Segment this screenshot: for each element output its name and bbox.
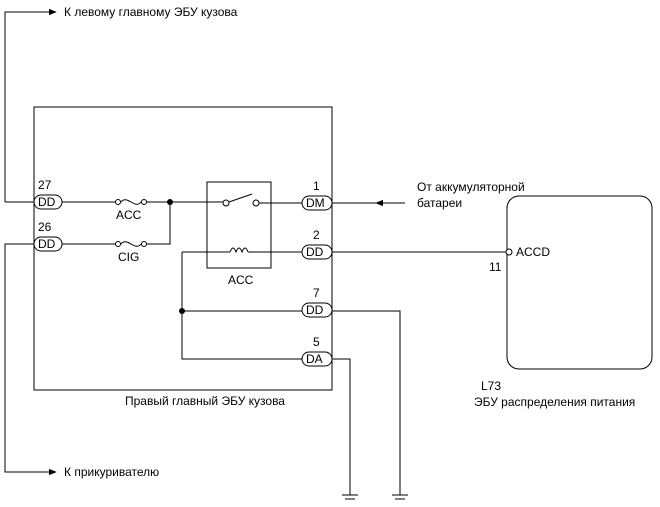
relay-switch-contact-right [252,199,260,207]
connector-1-name: DM [306,196,325,210]
accd-terminal [505,248,513,256]
lighter-label: К прикуривателю [64,465,159,479]
left-ecu-wire [4,11,56,202]
connector-27: 27 DD [33,178,63,210]
connector-2: 2 DD [301,228,333,260]
acc-relay-label: ACC [228,273,254,287]
battery-feed: От аккумуляторной батареи [332,180,525,210]
acc-relay-box [206,181,272,269]
connector-7: 7 DD [301,286,333,318]
fuse-acc: ACC [62,199,224,222]
fuse-acc-terminal-right [141,199,147,205]
connector-7-name: DD [306,303,324,317]
wire-coil-to-connector-5 [181,252,302,360]
connector-7-pin: 7 [313,286,320,300]
power-distribution-ecu: ACCD 11 L73 ЭБУ распределения питания [474,195,653,409]
fuse-cig-label: CIG [118,250,139,264]
connector-27-pin: 27 [38,178,52,192]
connector-5-pin: 5 [313,335,320,349]
battery-label-line1: От аккумуляторной [417,180,525,194]
ground-symbol-right [392,494,408,500]
connector-7-shape [301,302,333,318]
fuse-cig: CIG [62,202,171,264]
connector-5: 5 DA [301,335,333,367]
acc-relay: ACC [182,181,302,287]
connector-26: 26 DD [33,220,63,252]
fuse-cig-terminal-left [115,241,121,247]
fuse-cig-element [120,241,142,247]
fuse-cig-terminal-right [141,241,147,247]
relay-switch-contact-left [222,199,230,207]
right-ecu-label: Правый главный ЭБУ кузова [125,394,285,408]
accd-label: ACCD [516,245,550,259]
wire-connector-7-to-ground [332,310,401,495]
lighter-link: К прикуривателю [4,243,159,479]
relay-switch-blade [228,193,253,203]
connector-26-name: DD [38,237,56,251]
connector-2-pin: 2 [313,228,320,242]
ground-symbol-left [342,494,358,500]
power-ecu-name: ЭБУ распределения питания [474,395,635,409]
fuse-acc-label: ACC [116,208,142,222]
connector-26-pin: 26 [38,220,52,234]
connector-27-name: DD [38,195,56,209]
wire-connector-5-to-ground [332,358,351,495]
connector-2-name: DD [306,245,324,259]
connector-1: 1 DM [301,179,333,211]
right-main-body-ecu [33,106,333,391]
relay-coil [229,247,249,254]
left-ecu-link: К левому главному ЭБУ кузова [4,5,238,202]
lighter-wire [4,243,56,473]
battery-label-line2: батареи [417,196,462,210]
wire-fuse-cig-to-junction [147,202,171,245]
connector-5-name: DA [306,352,323,366]
fuse-acc-terminal-left [115,199,121,205]
fuse-acc-element [120,199,142,205]
junction-coil-ground [179,308,185,314]
accd-pin-label: 11 [489,260,502,274]
power-ecu-code: L73 [481,379,501,393]
connector-1-pin: 1 [313,179,320,193]
left-ecu-label: К левому главному ЭБУ кузова [64,5,238,19]
power-ecu-box [506,195,653,370]
